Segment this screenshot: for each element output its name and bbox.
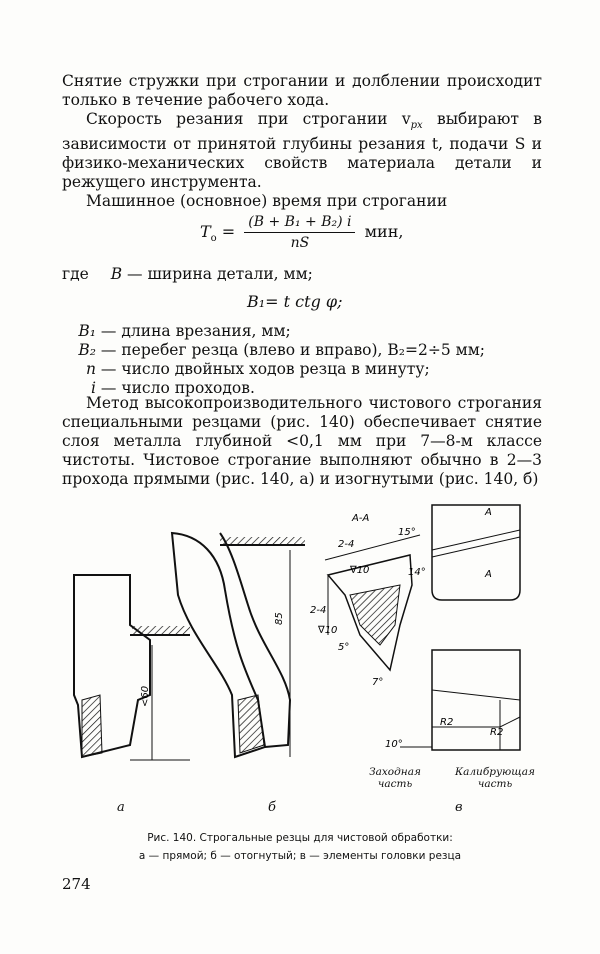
angle-14: 14°: [408, 567, 426, 578]
where-line: где B — ширина детали, мм;: [62, 265, 313, 283]
angle-7: 7°: [372, 677, 383, 688]
page-number: 274: [62, 875, 91, 893]
figure-caption-2: а — прямой; б — отогнутый; в — элементы …: [138, 850, 462, 862]
angle-5: 5°: [338, 642, 349, 653]
dim-2-4-top: 2-4: [338, 539, 354, 550]
paragraph-4: Метод высокопроизводительного чистового …: [62, 394, 542, 488]
dim-85: 85: [274, 612, 285, 625]
definition-symbol: B₁: [78, 322, 96, 340]
definitions-list: B₁ — длина врезания, мм;B₂ — перебег рез…: [62, 322, 542, 398]
radius-1: R2: [440, 717, 453, 728]
cutter-head-v: А-А 2-4 2-4 15° 14° 5° 7° 10° ∇10 ∇10 А …: [310, 504, 521, 751]
roughness-1: ∇10: [349, 565, 369, 576]
fraction: (B + B₁ + B₂) i nS: [244, 214, 356, 251]
paragraph-3: Машинное (основное) время при строгании: [86, 192, 448, 211]
definition-symbol: n: [86, 360, 96, 378]
fig-label-a: а: [117, 800, 125, 815]
cutter-a: <60: [73, 574, 190, 761]
definition-item: B₁ — длина врезания, мм;: [62, 322, 542, 341]
radius-2: R2: [490, 727, 503, 738]
body-text-2: Метод высокопроизводительного чистового …: [62, 394, 542, 489]
definition-item: n — число двойных ходов резца в минуту;: [62, 360, 542, 379]
angle-15: 15°: [398, 527, 416, 538]
formula-machine-time: Tо = (B + B₁ + B₂) i nS мин,: [200, 214, 404, 251]
angle-10: 10°: [385, 739, 403, 750]
figure-140: <60 85 А-А 2-4 2-: [73, 504, 521, 761]
fig-label-b: б: [268, 800, 276, 815]
definition-text: — число двойных ходов резца в минуту;: [96, 360, 430, 378]
arrow-a-bottom: А: [484, 569, 492, 580]
label-entry-part: Заходная часть: [369, 766, 421, 790]
definition-item: B₂ — перебег резца (влево и вправо), B₂=…: [62, 341, 542, 360]
section-label: А-А: [351, 513, 369, 524]
cutter-b: 85: [170, 531, 305, 759]
dim-60: <60: [140, 686, 151, 707]
arrow-a-top: А: [484, 507, 492, 518]
paragraph-1: Снятие стружки при строгании и долблении…: [62, 72, 542, 109]
figure-caption-1: Рис. 140. Строгальные резцы для чистовой…: [147, 832, 453, 844]
body-text: Снятие стружки при строгании и долблении…: [62, 72, 542, 211]
paragraph-2: Скорость резания при строгании vpx выбир…: [62, 110, 542, 192]
label-calibrating-part: Калибрующая часть: [454, 766, 536, 790]
definition-text: — перебег резца (влево и вправо), B₂=2÷5…: [96, 341, 485, 359]
fig-label-v: в: [455, 800, 463, 815]
formula-b1: B₁= t ctg φ;: [247, 292, 343, 311]
definition-text: — число проходов.: [96, 379, 255, 397]
roughness-2: ∇10: [317, 625, 337, 636]
definition-item: i — число проходов.: [62, 379, 542, 398]
dim-2-4-side: 2-4: [310, 605, 326, 616]
definition-text: — длина врезания, мм;: [96, 322, 291, 340]
definition-symbol: B₂: [78, 341, 96, 359]
definition-symbol: i: [91, 379, 96, 397]
